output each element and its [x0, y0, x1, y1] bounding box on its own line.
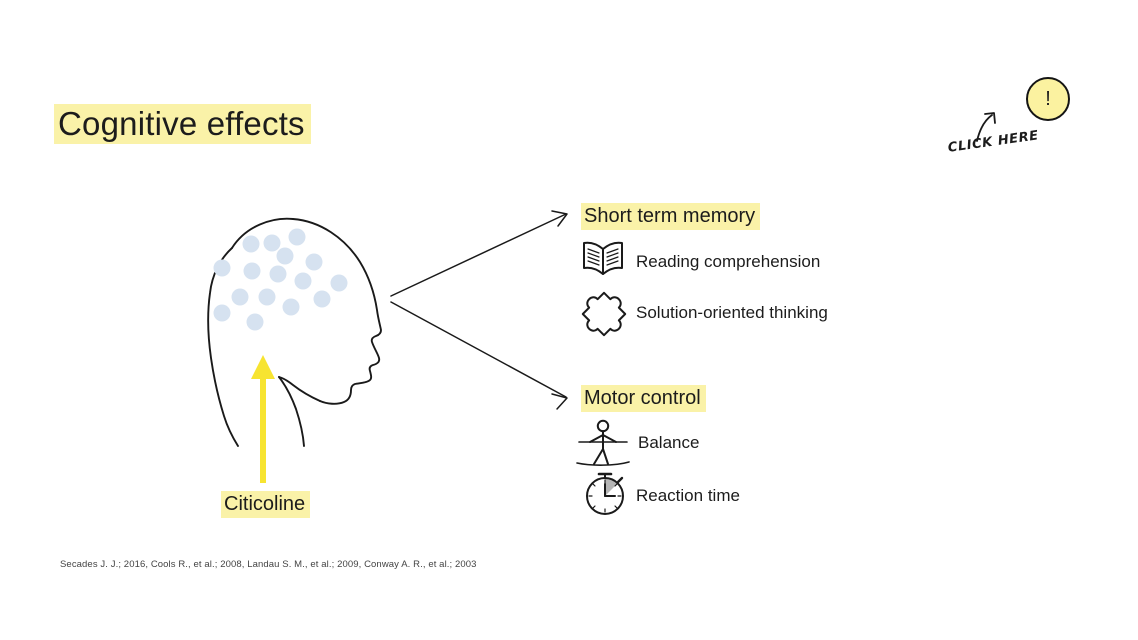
stopwatch-icon-slot — [578, 474, 622, 518]
list-item-label: Reading comprehension — [636, 252, 821, 271]
citation-text: Secades J. J.; 2016, Cools R., et al.; 2… — [60, 559, 477, 570]
page-title: Cognitive effects — [54, 104, 311, 144]
branch-arrow-icon — [390, 210, 568, 410]
list-item-label: Reaction time — [636, 486, 740, 505]
list-item-reading-comprehension: Reading comprehension — [578, 240, 820, 284]
exclamation-badge-icon[interactable]: ! — [1026, 77, 1070, 121]
open-book-icon-slot — [578, 240, 622, 284]
citicoline-label: Citicoline — [221, 491, 311, 518]
tightrope-walker-icon-slot — [574, 421, 628, 465]
exclamation-mark: ! — [1045, 87, 1051, 110]
head-profile-icon — [207, 217, 382, 447]
list-item-reaction-time: Reaction time — [578, 474, 740, 518]
section-heading-motor-control: Motor control — [581, 385, 706, 412]
list-item-solution-oriented-thinking: Solution-oriented thinking — [578, 291, 828, 335]
click-here-label: CLICK HERE — [947, 128, 1040, 156]
citicoline-up-arrow-icon — [251, 355, 275, 483]
list-item-balance: Balance — [574, 421, 699, 465]
brain-dot-cluster — [213, 228, 348, 331]
list-item-label: Balance — [638, 433, 700, 452]
puzzle-piece-icon-slot — [578, 291, 622, 335]
list-item-label: Solution-oriented thinking — [636, 303, 828, 322]
section-heading-short-term-memory: Short term memory — [581, 203, 761, 230]
